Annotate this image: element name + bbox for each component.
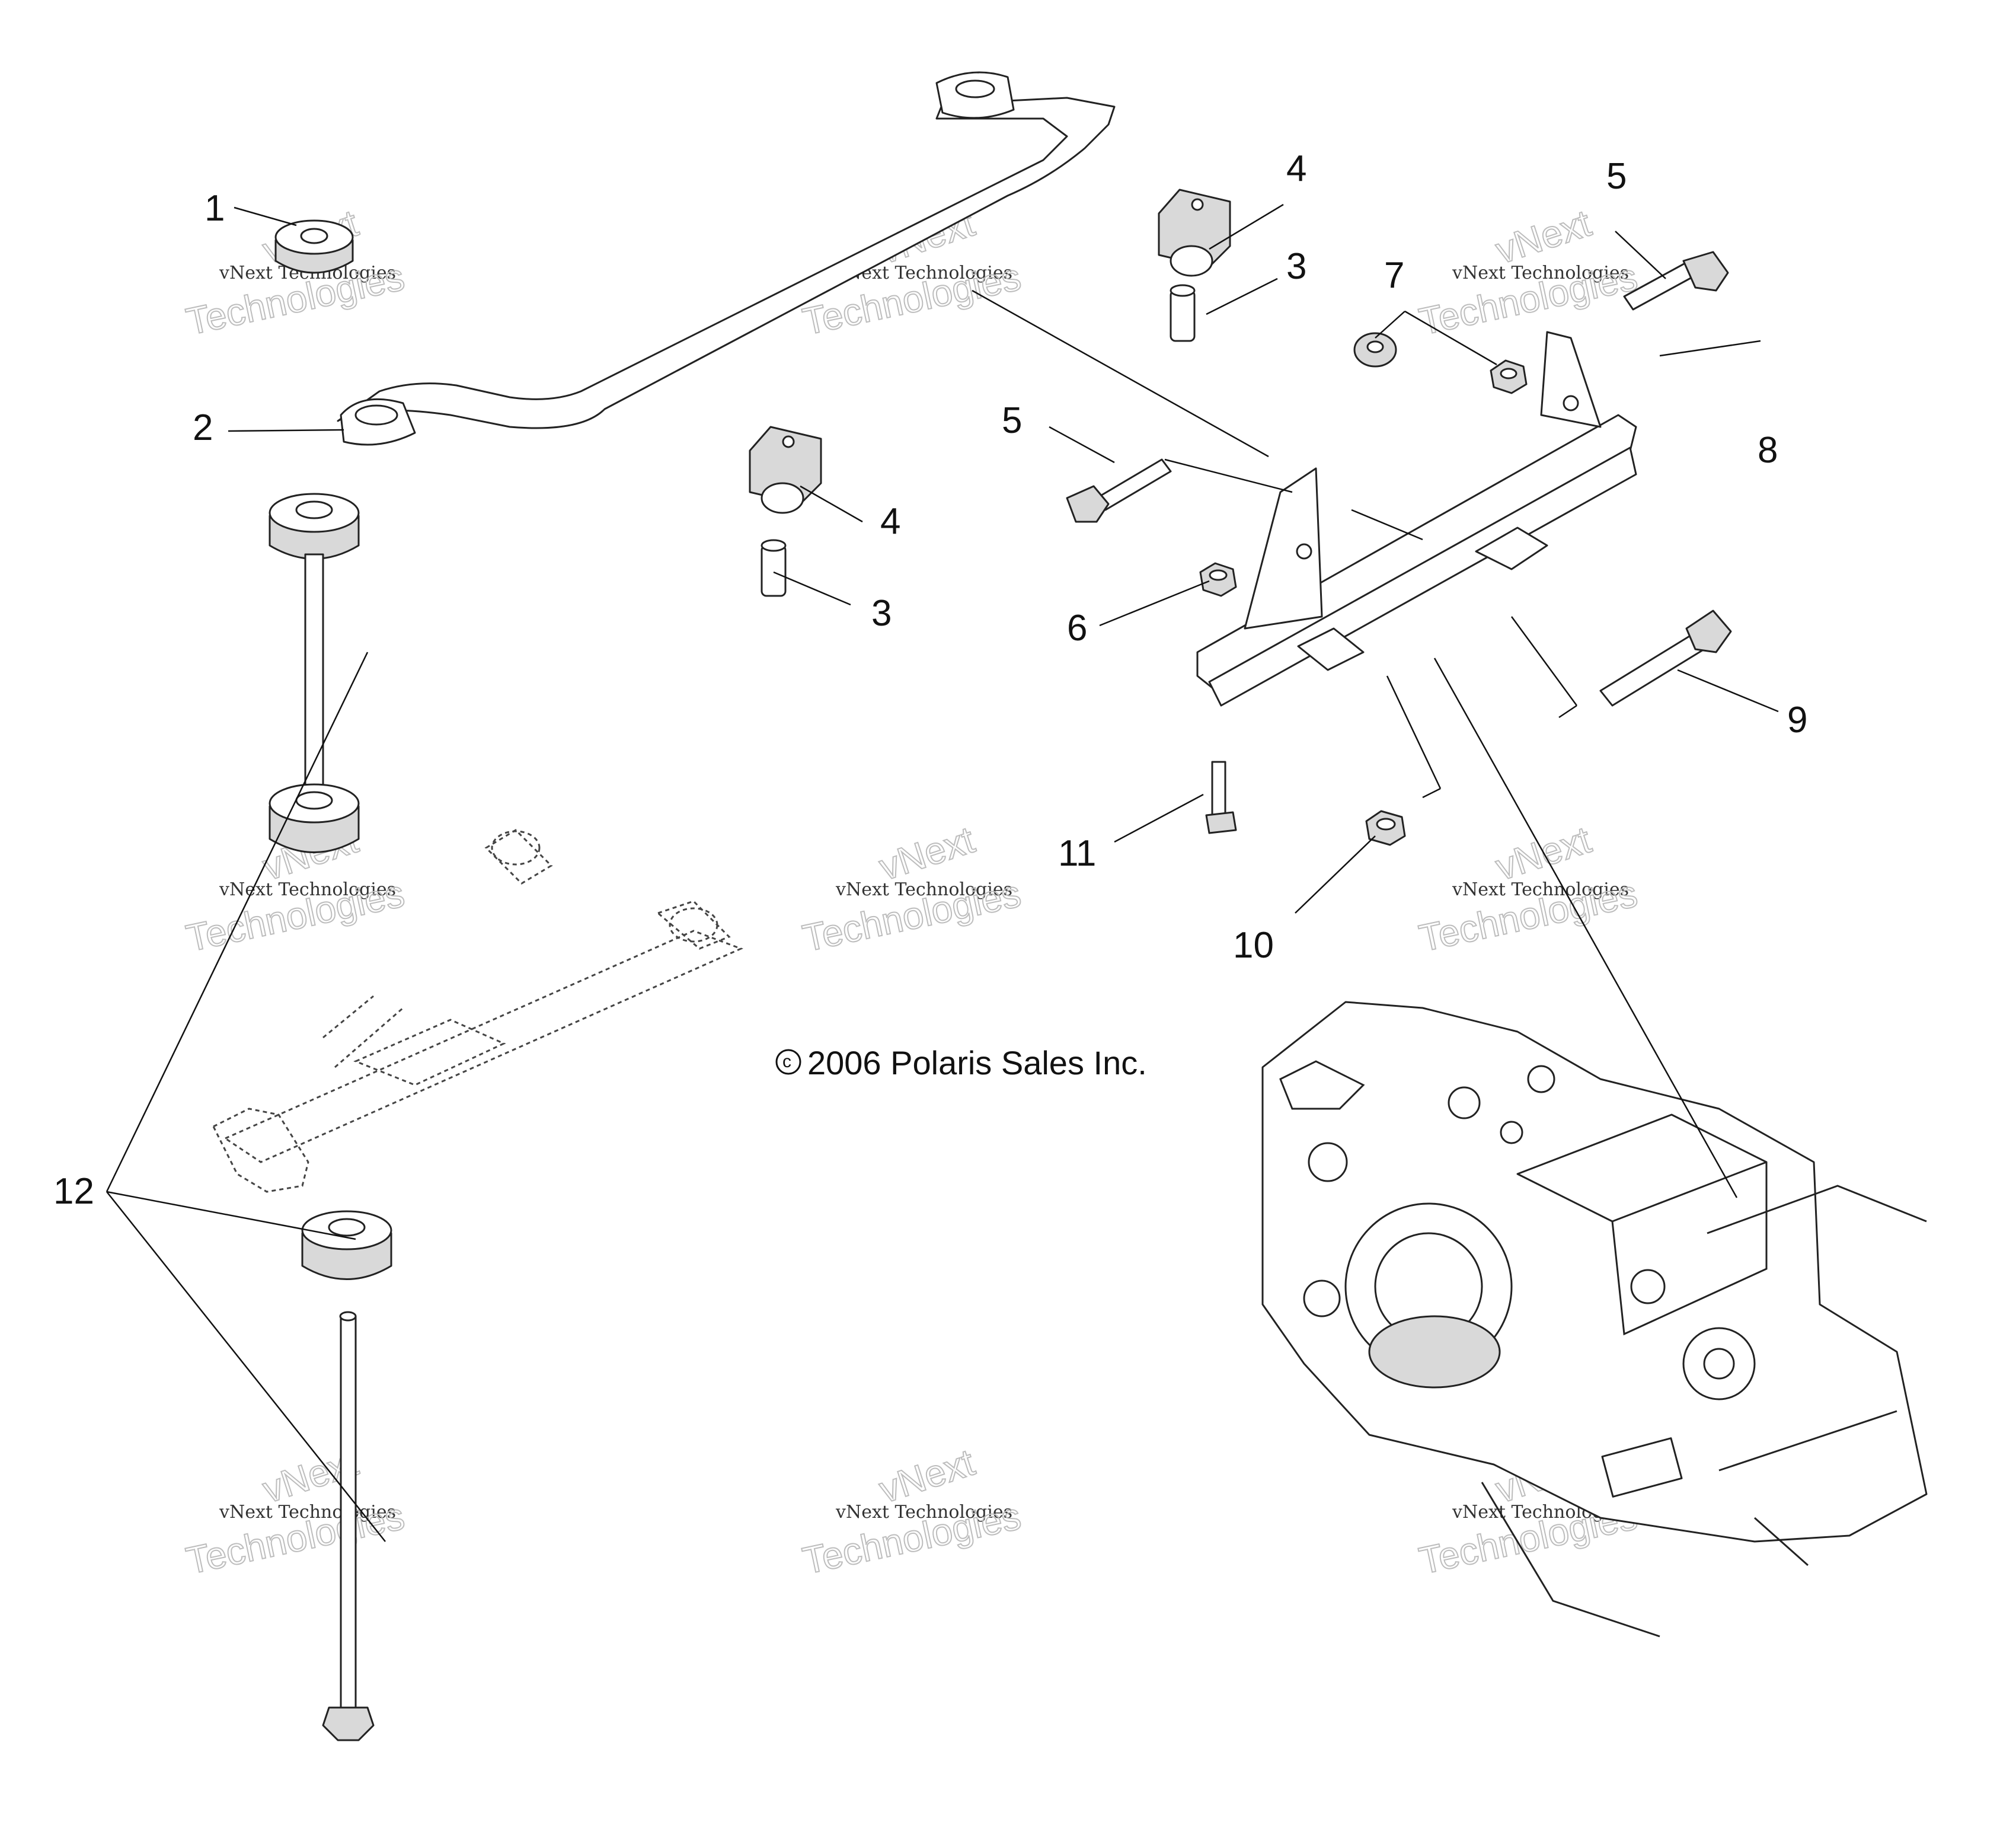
copyright-symbol: c <box>782 1052 791 1071</box>
callout-12: 12 <box>53 1171 94 1212</box>
watermark-text: vNext Technologies <box>1452 263 1629 283</box>
callout-4-left: 4 <box>880 501 900 542</box>
watermark-brand: vNext <box>874 818 980 889</box>
watermark-text: vNext Technologies <box>835 879 1012 900</box>
callout-10: 10 <box>1233 925 1274 966</box>
part-11-bolt <box>1205 761 1237 834</box>
part-8-cross-member <box>1196 331 1637 707</box>
part-4-clamp-right <box>1158 189 1231 277</box>
part-12-link-assembly <box>269 493 392 1741</box>
part-5-bolt-right <box>1623 251 1729 311</box>
callout-1: 1 <box>205 188 225 229</box>
copyright-circle <box>775 1049 801 1075</box>
watermark-brand: vNext <box>1491 202 1596 272</box>
callout-5-right: 5 <box>1606 156 1627 197</box>
engine-assembly <box>1261 1001 1928 1638</box>
watermark-text: vNext Technologies <box>219 1502 396 1523</box>
leader-lines <box>106 203 1779 1542</box>
copyright-notice: c 2006 Polaris Sales Inc. <box>775 1044 1147 1081</box>
part-6-nut <box>1199 562 1237 597</box>
callout-7: 7 <box>1384 255 1404 296</box>
callout-8: 8 <box>1758 430 1778 471</box>
watermark-text: vNext Technologies <box>219 879 396 900</box>
callout-2: 2 <box>193 407 213 448</box>
copyright-text: 2006 Polaris Sales Inc. <box>807 1044 1147 1081</box>
part-10-nut <box>1365 810 1406 846</box>
part-1-bushing <box>274 219 354 274</box>
part-4-clamp-left <box>749 426 822 514</box>
part-2-stabilizer-bar <box>337 71 1116 446</box>
watermark-brand: vNext <box>874 1441 980 1511</box>
part-7-nut-b <box>1490 359 1528 394</box>
part-3-pin-right <box>1170 284 1196 342</box>
callout-3-right: 3 <box>1286 246 1306 287</box>
watermark-text: vNext Technologies <box>1452 879 1629 900</box>
part-5-bolt-left <box>1066 458 1172 523</box>
callout-3-left: 3 <box>871 593 892 634</box>
control-arm-reference <box>212 829 743 1193</box>
callout-4-right: 4 <box>1286 148 1306 189</box>
watermark-text: vNext Technologies <box>835 1502 1012 1523</box>
callout-labels: 1 2 3 3 4 4 5 5 6 7 8 9 10 11 12 <box>53 148 1807 1212</box>
part-7-nut-a <box>1353 332 1397 368</box>
part-3-pin-left <box>761 539 787 597</box>
callout-11: 11 <box>1058 833 1096 874</box>
part-9-bolt <box>1599 610 1732 707</box>
callout-6: 6 <box>1067 608 1087 649</box>
callout-5-left: 5 <box>1002 400 1022 441</box>
callout-9: 9 <box>1787 700 1807 741</box>
